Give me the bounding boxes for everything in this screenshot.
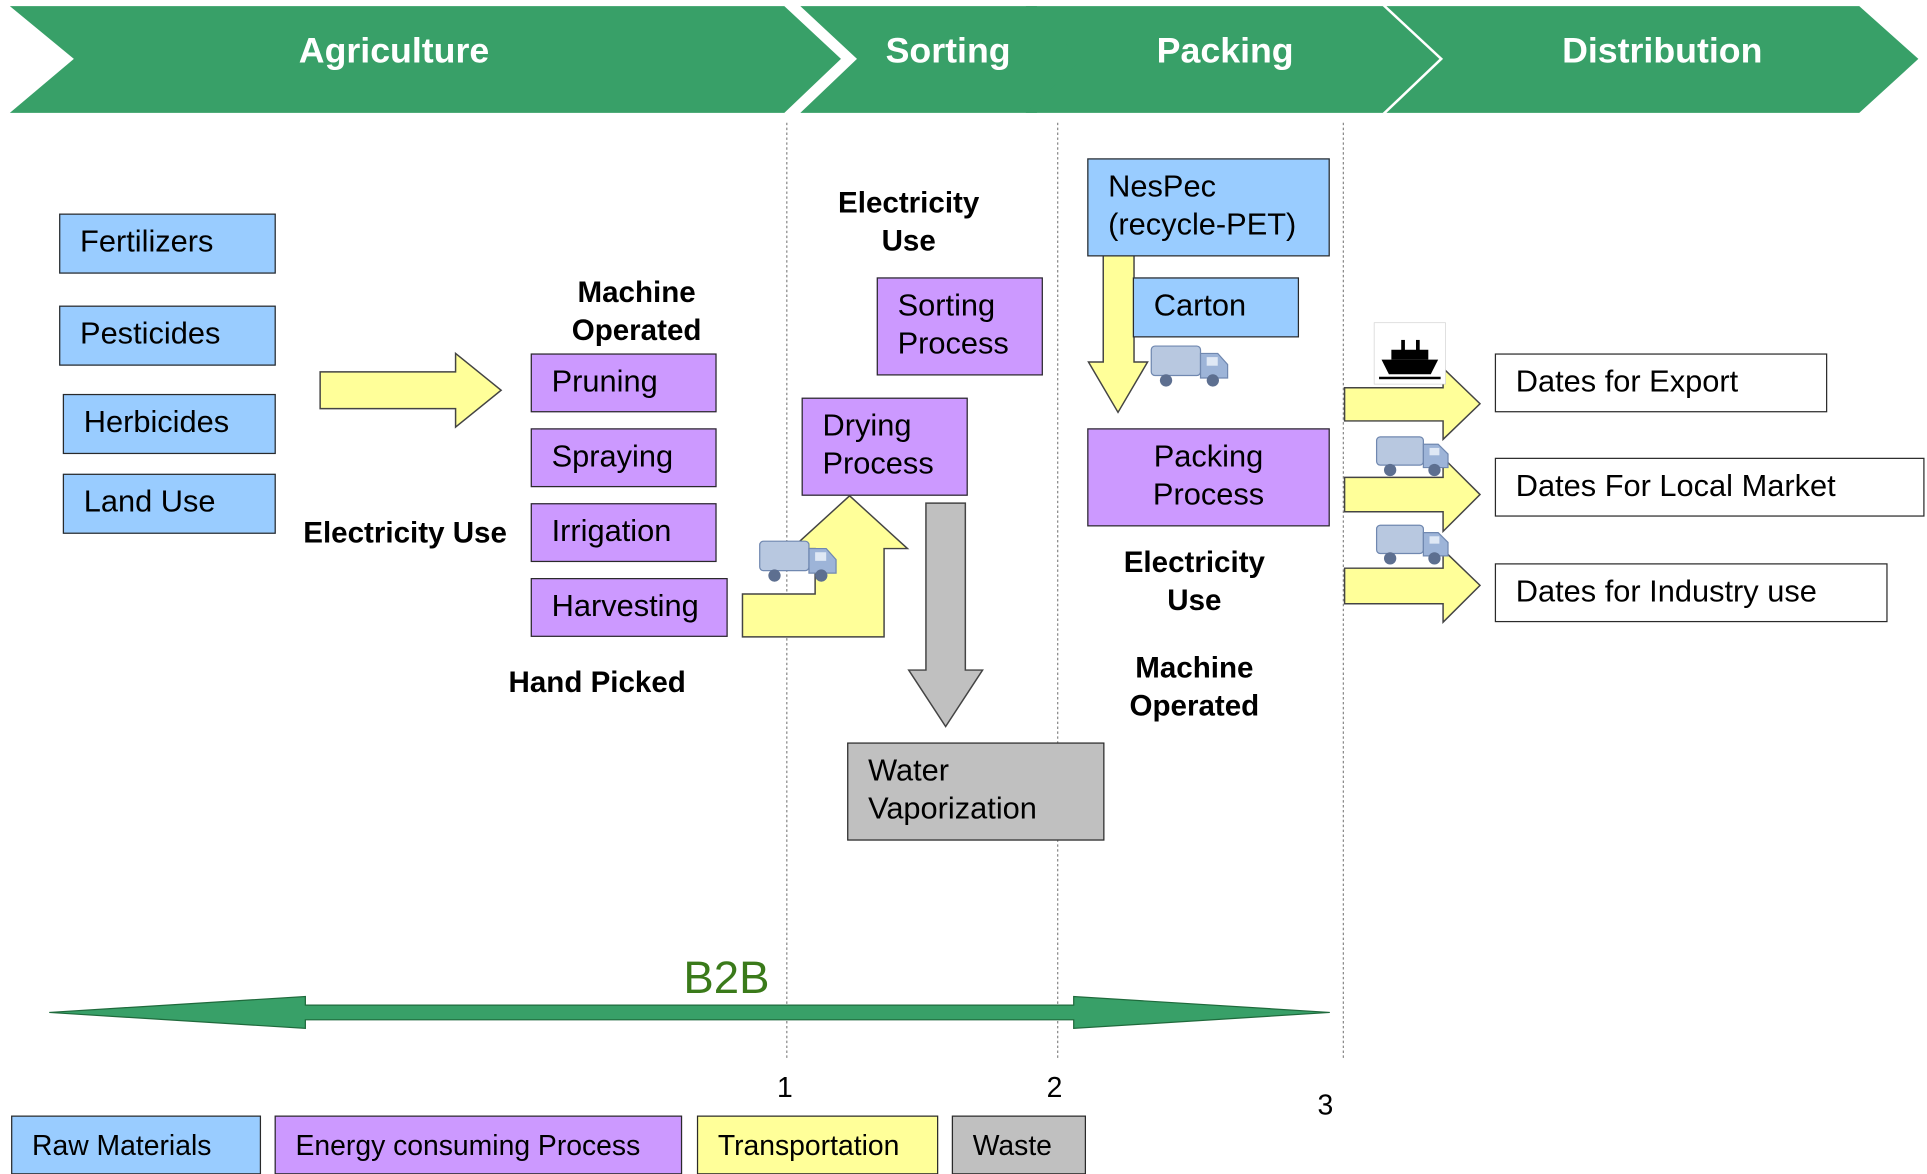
stage-number-3: 3 (1317, 1088, 1334, 1121)
legend-energy-process: Energy consuming Process (274, 1115, 683, 1174)
machine-operated-label: Machine Operated (571, 276, 702, 348)
phase-packing: Packing (1156, 31, 1294, 72)
packing-process: Packing Process (1087, 428, 1330, 527)
legend-waste: Waste (951, 1115, 1087, 1174)
truck-icon (1375, 436, 1449, 477)
raw-material-pesticides: Pesticides (59, 305, 276, 366)
legend-raw-materials: Raw Materials (11, 1115, 262, 1174)
transport-arrow-industry (1343, 548, 1482, 624)
process-harvesting: Harvesting (530, 578, 728, 637)
stage-number-1: 1 (776, 1071, 793, 1104)
phase-distribution: Distribution (1562, 31, 1763, 72)
sorting-electricity-use-label: Electricity Use (838, 186, 980, 258)
legend-transportation: Transportation (696, 1115, 939, 1174)
transport-arrow-nespec-to-packing (1087, 254, 1149, 414)
output-dates-export: Dates for Export (1494, 353, 1828, 413)
phase-sorting: Sorting (885, 31, 1011, 72)
process-irrigation: Irrigation (530, 503, 717, 563)
agriculture-chevron (9, 6, 841, 113)
electricity-use-label: Electricity Use (303, 516, 507, 550)
packing-chevron (1025, 6, 1440, 113)
output-dates-industry: Dates for Industry use (1494, 563, 1888, 623)
raw-material-herbicides: Herbicides (62, 393, 276, 455)
sorting-process: Sorting Process (876, 277, 1043, 376)
raw-material-fertilizers: Fertilizers (59, 213, 276, 274)
raw-material-land-use: Land Use (62, 473, 276, 534)
truck-icon (1150, 345, 1229, 387)
hand-picked-label: Hand Picked (508, 666, 686, 700)
transport-arrow-local-market (1343, 455, 1482, 534)
raw-material-carton: Carton (1132, 277, 1300, 338)
distribution-chevron (1386, 6, 1919, 113)
ship-icon (1373, 322, 1446, 385)
transport-arrow-raw-to-process (319, 351, 503, 429)
packing-electricity-use-label: Electricity Use (1123, 546, 1265, 618)
water-vaporization: Water Vaporization (847, 742, 1105, 841)
process-pruning: Pruning (530, 353, 717, 413)
truck-icon (759, 540, 837, 582)
waste-arrow-down (907, 502, 984, 728)
phase-agriculture: Agriculture (298, 31, 490, 72)
transport-arrow-export (1343, 366, 1482, 442)
drying-process: Drying Process (801, 397, 968, 496)
process-spraying: Spraying (530, 428, 717, 488)
stage-number-2: 2 (1046, 1071, 1063, 1104)
packing-machine-operated-label: Machine Operated (1129, 651, 1260, 723)
b2b-double-arrow (49, 995, 1330, 1030)
raw-material-nespec: NesPec (recycle-PET) (1087, 158, 1330, 257)
output-dates-local-market: Dates For Local Market (1494, 457, 1925, 517)
b2b-label: B2B (683, 952, 770, 1003)
sorting-chevron (800, 6, 1094, 113)
truck-icon (1375, 524, 1449, 565)
